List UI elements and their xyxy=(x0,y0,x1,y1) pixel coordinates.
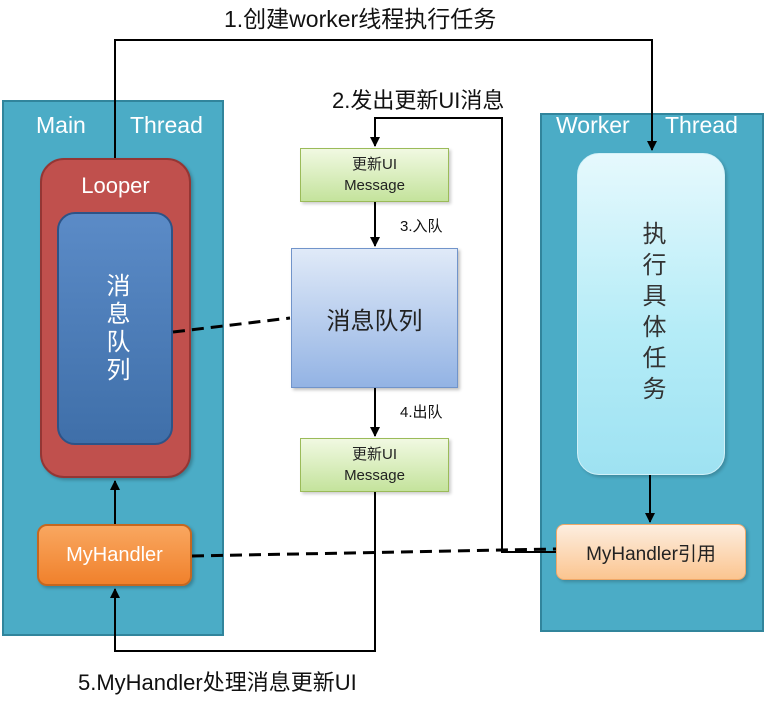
step3-label: 3.入队 xyxy=(400,218,443,235)
my-handler-reference-label: MyHandler引用 xyxy=(586,543,716,565)
worker-task-label: 执行具体任务 xyxy=(638,221,665,407)
step2-label: 2.发出更新UI消息 xyxy=(332,88,505,113)
my-handler-label: MyHandler xyxy=(66,543,163,566)
my-handler-box: MyHandler xyxy=(37,524,192,586)
main-thread-title-thread: Thread xyxy=(130,112,203,138)
message-box-bottom: 更新UI Message xyxy=(300,438,449,492)
my-handler-reference-box: MyHandler引用 xyxy=(556,524,746,580)
worker-task-box: 执行具体任务 xyxy=(577,153,725,475)
message-bottom-line2: Message xyxy=(344,467,405,484)
message-top-line1: 更新UI xyxy=(351,156,397,173)
looper-message-queue-label: 消息队列 xyxy=(102,272,129,385)
worker-thread-title-worker: Worker xyxy=(556,112,630,138)
looper-message-queue: 消息队列 xyxy=(57,212,173,445)
main-thread-title-main: Main xyxy=(36,112,86,138)
step1-label: 1.创建worker线程执行任务 xyxy=(224,6,497,32)
message-bottom-line1: 更新UI xyxy=(351,446,397,463)
message-top-line2: Message xyxy=(344,177,405,194)
message-box-top: 更新UI Message xyxy=(300,148,449,202)
worker-thread-title-thread: Thread xyxy=(665,112,738,138)
step4-label: 4.出队 xyxy=(400,404,443,421)
step5-label: 5.MyHandler处理消息更新UI xyxy=(78,670,357,695)
dashed-link-handler-reference xyxy=(191,547,557,558)
message-queue-box: 消息队列 xyxy=(291,248,458,388)
looper-label: Looper xyxy=(81,173,150,198)
message-queue-label: 消息队列 xyxy=(326,307,423,335)
